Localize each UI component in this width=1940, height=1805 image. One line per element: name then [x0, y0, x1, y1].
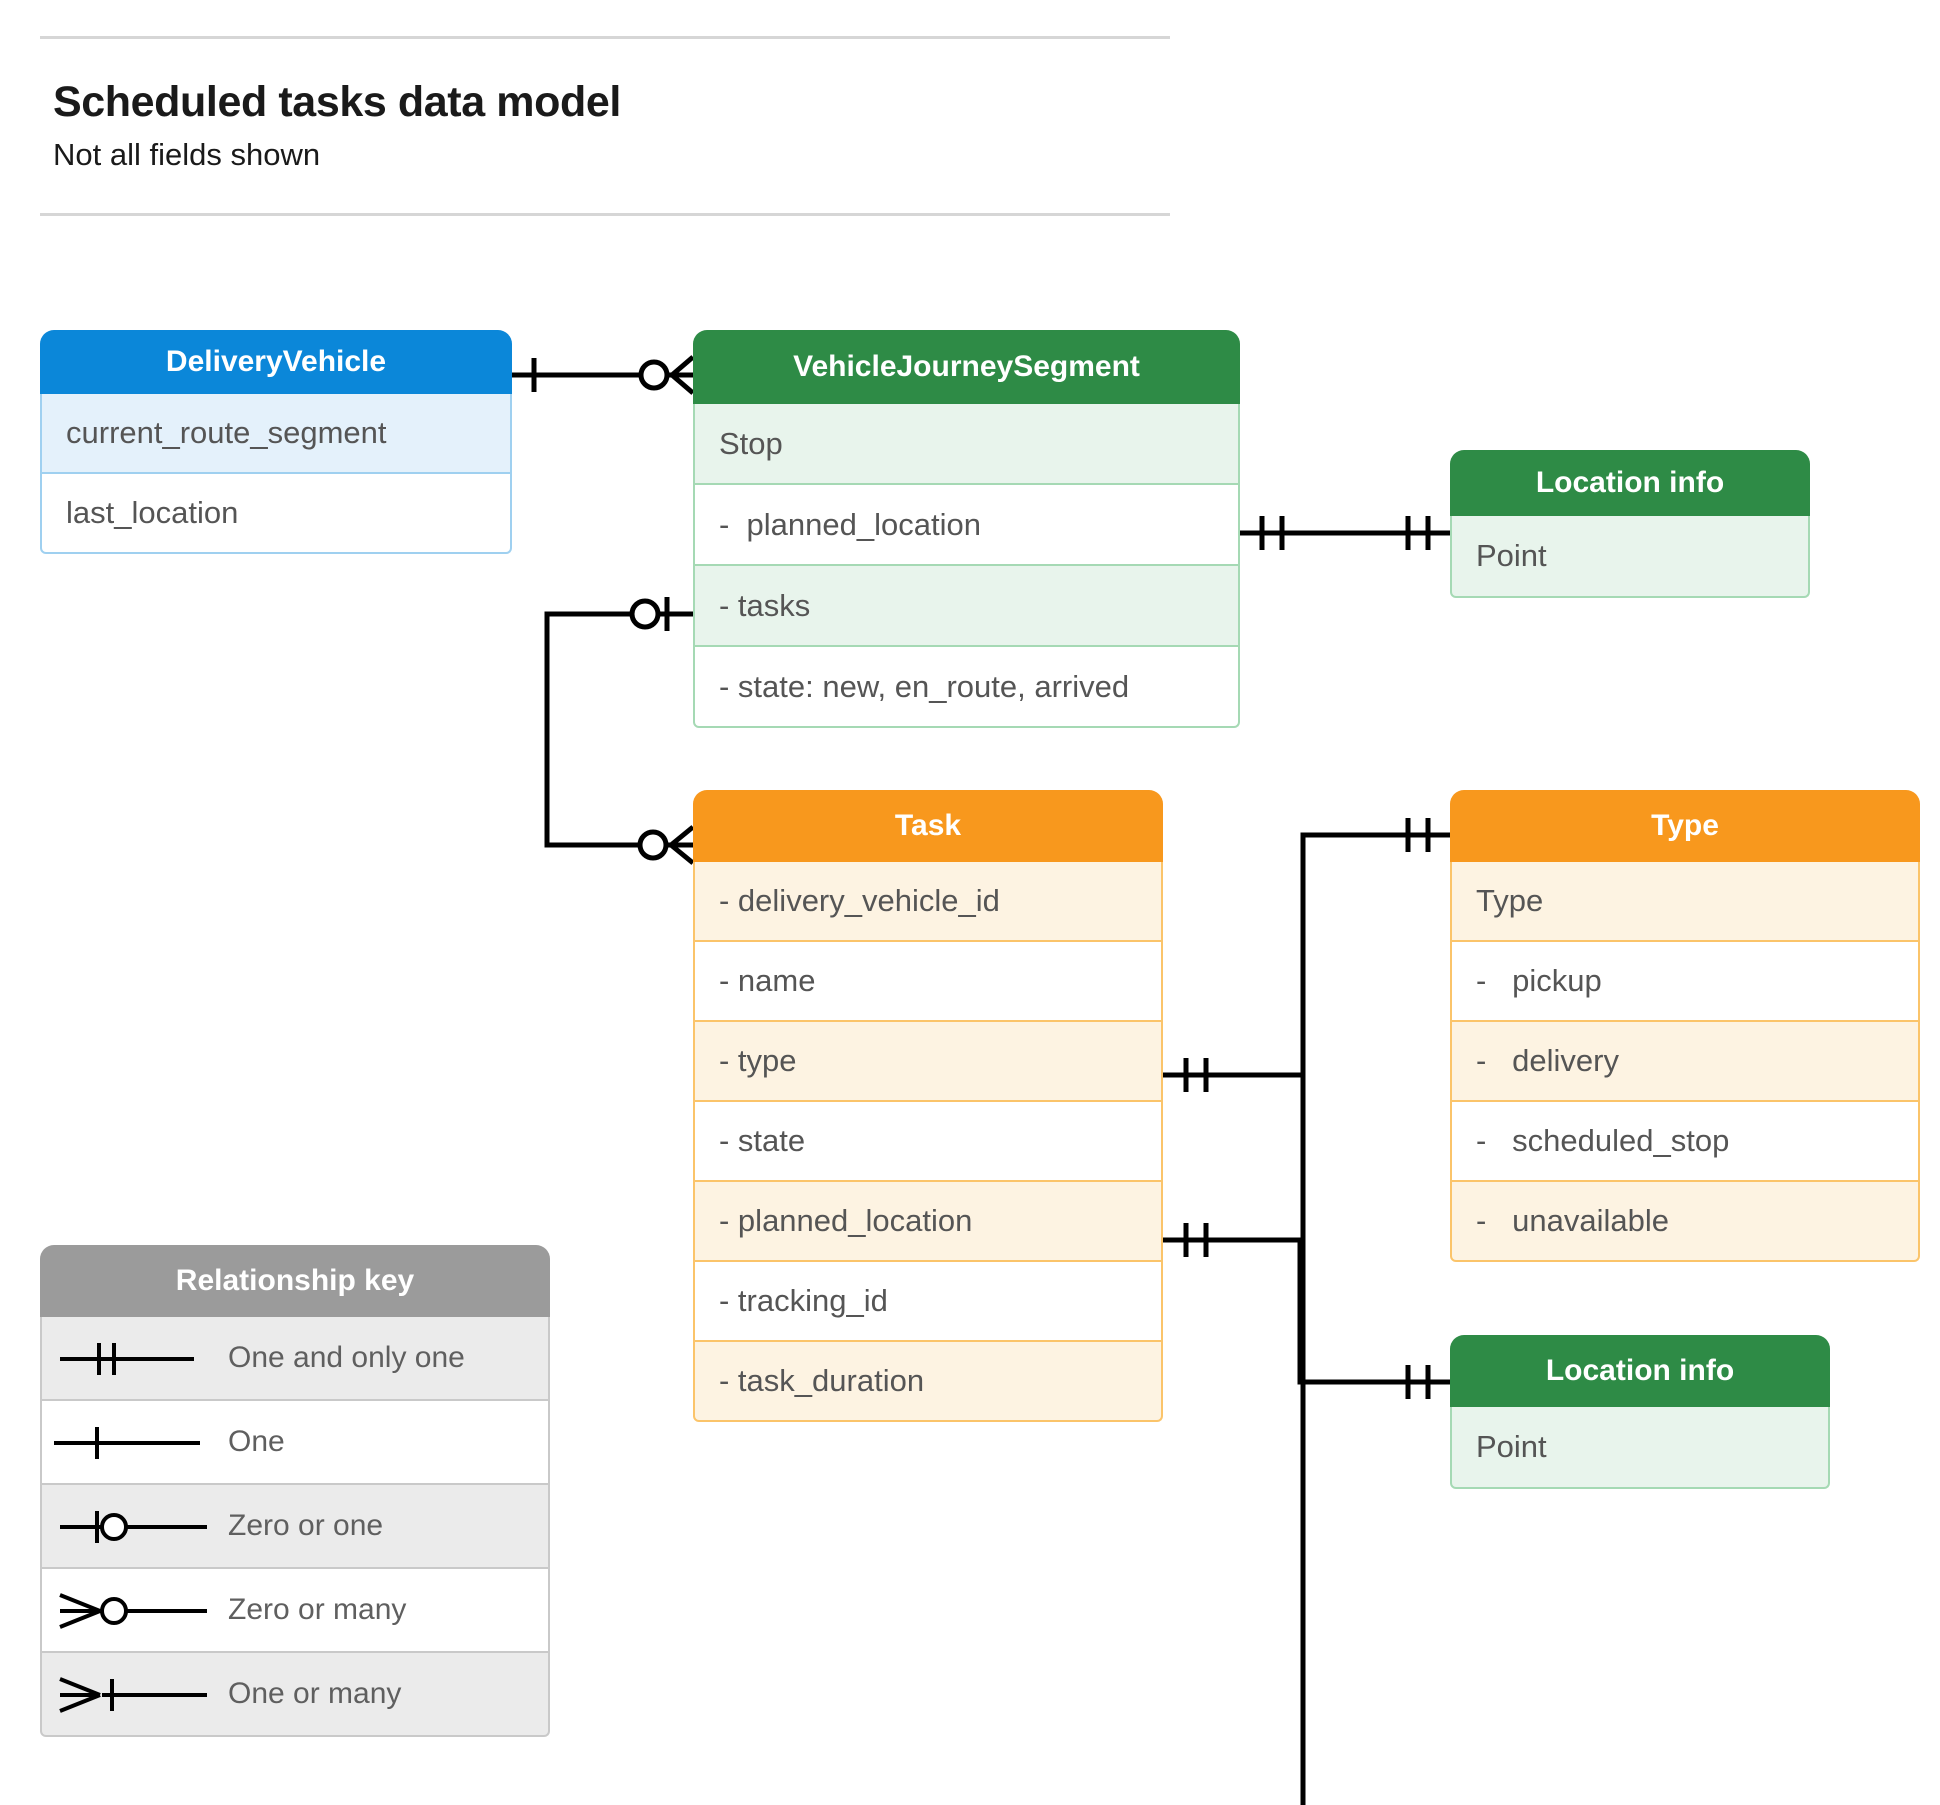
entity-vehicle-journey-segment-title: VehicleJourneySegment — [693, 330, 1240, 404]
header-divider-top — [40, 36, 1170, 39]
field-vjs-state: - state: new, en_route, arrived — [693, 647, 1240, 728]
field-vjs-stop: Stop — [693, 404, 1240, 485]
entity-task-title: Task — [693, 790, 1163, 862]
legend-label-zero-or-one: Zero or one — [228, 1509, 384, 1542]
field-type-unavailable: - unavailable — [1450, 1182, 1920, 1262]
zero-or-many-icon — [42, 1569, 222, 1651]
field-type-delivery: - delivery — [1450, 1022, 1920, 1102]
legend-relationship-key[interactable]: Relationship key One and only one — [40, 1245, 550, 1737]
field-task-task-duration: - task_duration — [693, 1342, 1163, 1422]
connector-task-plannedlocation-locationinfo — [1163, 1223, 1450, 1399]
field-task-tracking-id: - tracking_id — [693, 1262, 1163, 1342]
field-type-scheduled-stop: - scheduled_stop — [1450, 1102, 1920, 1182]
one-and-only-one-icon — [42, 1317, 222, 1399]
field-vjs-planned-location: - planned_location — [693, 485, 1240, 566]
legend-item-one-and-only-one: One and only one — [40, 1317, 550, 1401]
legend-item-one: One — [40, 1401, 550, 1485]
field-task-state: - state — [693, 1102, 1163, 1182]
field-type-type: Type — [1450, 862, 1920, 942]
legend-label-one-and-only-one: One and only one — [228, 1341, 465, 1374]
legend-item-zero-or-one: Zero or one — [40, 1485, 550, 1569]
legend-label-one: One — [228, 1425, 285, 1458]
zero-or-one-icon — [42, 1485, 222, 1567]
connector-vjs-tasks-task — [544, 597, 695, 865]
legend-title: Relationship key — [40, 1245, 550, 1317]
connector-deliveryvehicle-vehiclejourneysegment — [512, 355, 695, 395]
field-task-planned-location: - planned_location — [693, 1182, 1163, 1262]
field-last-location: last_location — [40, 474, 512, 554]
page-title: Scheduled tasks data model — [53, 78, 621, 126]
field-vjs-tasks: - tasks — [693, 566, 1240, 647]
entity-type[interactable]: Type Type - pickup - delivery - schedule… — [1450, 790, 1920, 1262]
connector-task-type-type — [1163, 818, 1450, 1805]
field-task-name: - name — [693, 942, 1163, 1022]
one-icon — [42, 1401, 222, 1483]
field-location-info-bottom-point: Point — [1450, 1407, 1830, 1489]
entity-task[interactable]: Task - delivery_vehicle_id - name - type… — [693, 790, 1163, 1422]
entity-location-info-top[interactable]: Location info Point — [1450, 450, 1810, 598]
entity-delivery-vehicle[interactable]: DeliveryVehicle current_route_segment la… — [40, 330, 512, 554]
page-subtitle: Not all fields shown — [53, 137, 321, 173]
field-current-route-segment: current_route_segment — [40, 394, 512, 474]
connector-vjs-plannedlocation-locationinfo — [1240, 516, 1450, 550]
page-header: Scheduled tasks data model Not all field… — [40, 36, 1170, 217]
legend-item-zero-or-many: Zero or many — [40, 1569, 550, 1653]
entity-location-info-top-title: Location info — [1450, 450, 1810, 516]
entity-location-info-bottom-title: Location info — [1450, 1335, 1830, 1407]
entity-delivery-vehicle-title: DeliveryVehicle — [40, 330, 512, 394]
header-divider-bottom-wrap — [40, 213, 1170, 217]
entity-vehicle-journey-segment[interactable]: VehicleJourneySegment Stop - planned_loc… — [693, 330, 1240, 728]
field-task-type: - type — [693, 1022, 1163, 1102]
field-task-delivery-vehicle-id: - delivery_vehicle_id — [693, 862, 1163, 942]
one-or-many-icon — [42, 1653, 222, 1735]
entity-location-info-bottom[interactable]: Location info Point — [1450, 1335, 1830, 1489]
entity-type-title: Type — [1450, 790, 1920, 862]
field-type-pickup: - pickup — [1450, 942, 1920, 1022]
legend-item-one-or-many: One or many — [40, 1653, 550, 1737]
header-divider-bottom — [40, 213, 1170, 217]
legend-label-zero-or-many: Zero or many — [228, 1593, 407, 1626]
legend-label-one-or-many: One or many — [228, 1677, 402, 1710]
field-location-info-top-point: Point — [1450, 516, 1810, 598]
